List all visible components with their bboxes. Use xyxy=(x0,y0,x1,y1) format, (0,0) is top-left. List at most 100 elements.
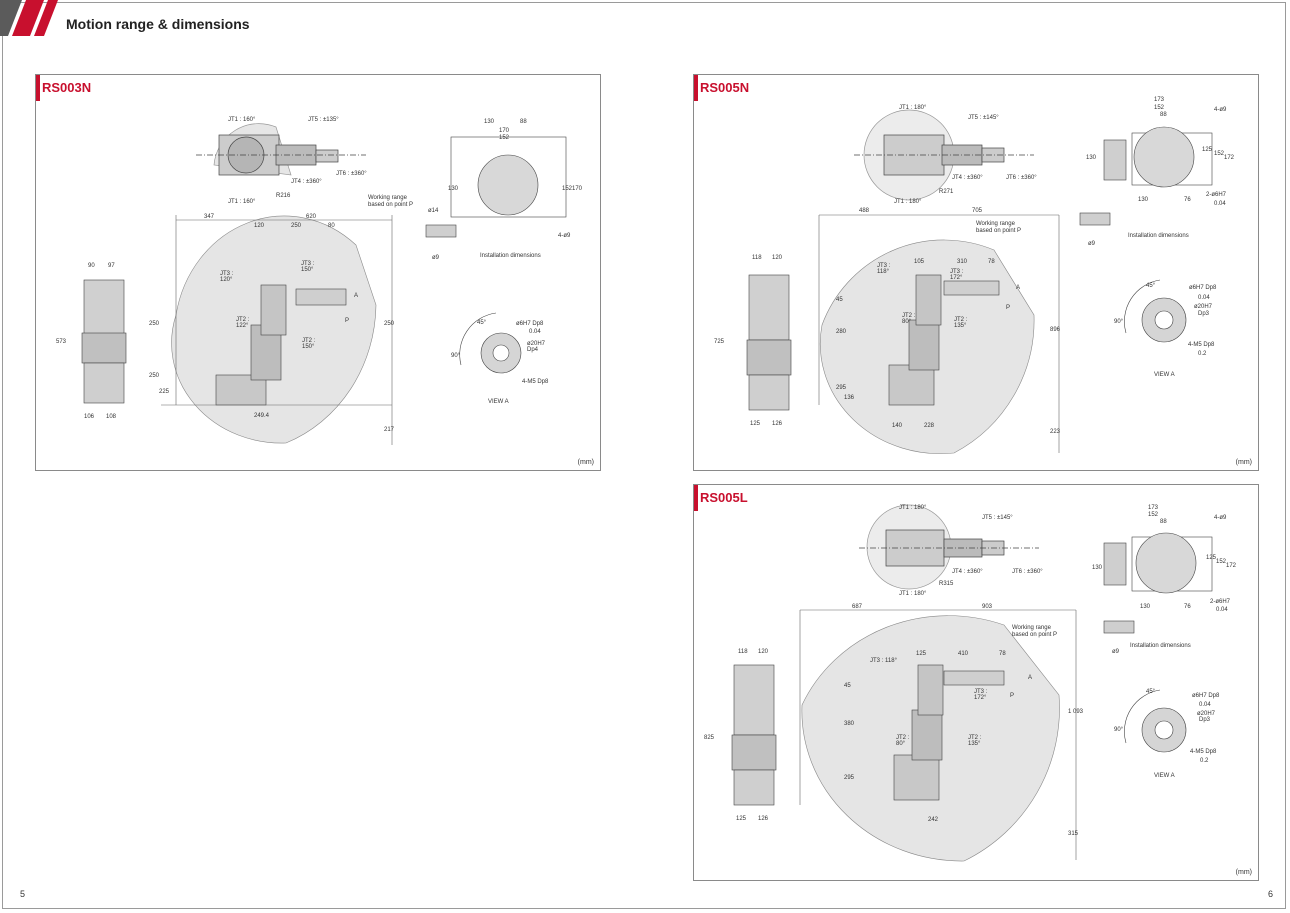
dimension-label: A xyxy=(1028,675,1032,681)
dimension-label: Installation dimensions xyxy=(1130,643,1191,649)
dimension-label: 45° xyxy=(477,320,487,326)
dimension-label: 0.04 xyxy=(1198,295,1210,301)
top-view xyxy=(854,109,1034,201)
dimension-label: 0.04 xyxy=(529,329,541,335)
dimension-label: P xyxy=(1006,305,1010,311)
dimension-label: ø20H7 xyxy=(1194,304,1213,310)
dimension-label: 120 xyxy=(758,649,769,655)
dimension-label: 0.04 xyxy=(1216,607,1228,613)
dimension-label: 250 xyxy=(384,321,395,327)
dimension-label: 130 xyxy=(1138,197,1149,203)
view-a xyxy=(1124,689,1187,753)
dimension-label: ø6H7 Dp8 xyxy=(1189,285,1217,291)
dimension-label: JT6 : ±360° xyxy=(1006,175,1037,181)
side-view xyxy=(161,215,393,445)
dimension-label: ø9 xyxy=(1112,649,1120,655)
dimension-label: JT2 : xyxy=(236,317,250,323)
dimension-label: 620 xyxy=(306,214,317,220)
dimension-label: 380 xyxy=(844,721,855,727)
dimension-label: 125 xyxy=(916,651,927,657)
dimension-label: 152 xyxy=(562,186,573,192)
panel-rs005l: RS005L (mm) JT1 : 180° JT1 : 180° JT5 : … xyxy=(693,484,1259,881)
dimension-label: based on point P xyxy=(976,228,1021,234)
dimension-label: 152 xyxy=(1148,512,1159,518)
dimension-label: 125 xyxy=(1206,555,1217,561)
dimension-label: JT3 : xyxy=(974,689,988,695)
dimension-label: 130 xyxy=(1092,565,1103,571)
panel-rs003n: RS003N (mm) JT1 : 160° JT1 : 160° JT5 : … xyxy=(35,74,601,471)
unit-label: (mm) xyxy=(1235,869,1252,876)
panel-rs005n: RS005N (mm) JT1 : 180° JT1 : 180° JT5 : … xyxy=(693,74,1259,471)
panel-title: RS005L xyxy=(700,490,748,505)
dimension-label: 118 xyxy=(752,255,762,261)
dimension-label: JT3 : xyxy=(220,271,234,277)
dimension-label: 105 xyxy=(914,259,925,265)
rs005l-drawing: JT1 : 180° JT1 : 180° JT5 : ±145° JT4 : … xyxy=(704,504,1237,862)
dimension-label: 173 xyxy=(1148,505,1159,511)
dimension-label: JT5 : ±145° xyxy=(982,515,1013,521)
dimension-label: VIEW A xyxy=(488,399,509,405)
dimension-label: 45 xyxy=(844,683,851,689)
dimension-label: JT2 : xyxy=(302,338,316,344)
dimension-label: 135° xyxy=(954,323,967,329)
installation-view xyxy=(1103,532,1213,634)
dimension-label: 2-ø6H7 xyxy=(1210,599,1231,605)
dimension-label: 295 xyxy=(844,775,855,781)
page-title: Motion range & dimensions xyxy=(66,16,250,32)
dimension-label: 1 093 xyxy=(1068,709,1084,715)
dimension-label: Installation dimensions xyxy=(1128,233,1189,239)
dimension-label: 2-ø6H7 xyxy=(1206,192,1227,198)
dimension-label: 150° xyxy=(301,267,314,273)
page-number-right: 6 xyxy=(1268,889,1274,899)
dimension-label: 242 xyxy=(928,817,939,823)
dimension-label: 4-M5 Dp8 xyxy=(1190,749,1217,755)
dimension-label: 152 xyxy=(1216,559,1227,565)
dimension-label: 88 xyxy=(1160,112,1167,118)
dimension-label: 4-ø9 xyxy=(558,233,571,239)
dimension-label: ø14 xyxy=(428,208,439,214)
unit-label: (mm) xyxy=(577,459,594,466)
unit-label: (mm) xyxy=(1235,459,1252,466)
front-view xyxy=(81,279,127,404)
dimension-label: Dp3 xyxy=(1198,311,1210,317)
dimension-label: JT1 : 160° xyxy=(228,117,256,123)
top-view xyxy=(859,504,1039,590)
dimension-label: 80° xyxy=(896,741,906,747)
dimension-label: ø20H7 xyxy=(1197,711,1216,717)
front-view xyxy=(731,664,777,806)
dimension-label: 0.04 xyxy=(1214,201,1226,207)
dimension-label: Installation dimensions xyxy=(480,253,541,259)
dimension-label: R315 xyxy=(939,581,954,587)
dimension-label: JT6 : ±360° xyxy=(1012,569,1043,575)
dimension-label: 130 xyxy=(1140,604,1151,610)
rs005n-drawing: JT1 : 180° JT1 : 180° JT5 : ±145° JT4 : … xyxy=(714,97,1235,454)
dimension-label: JT3 : xyxy=(950,269,964,275)
dimension-label: 573 xyxy=(56,339,67,345)
dimension-label: JT2 : xyxy=(902,313,916,319)
dimension-label: 172° xyxy=(950,275,963,281)
dimension-label: ø6H7 Dp8 xyxy=(1192,693,1220,699)
dimension-label: Dp4 xyxy=(527,347,539,353)
dimension-label: 225 xyxy=(159,389,170,395)
dimension-label: 223 xyxy=(1050,429,1061,435)
side-view xyxy=(818,214,1060,454)
dimension-label: JT1 : 160° xyxy=(228,199,256,205)
dimension-label: 150° xyxy=(302,344,315,350)
dimension-label: 249.4 xyxy=(254,413,270,419)
dimension-label: P xyxy=(345,318,349,324)
dimension-label: 825 xyxy=(704,735,715,741)
dimension-label: 250 xyxy=(149,321,160,327)
dimension-label: 280 xyxy=(836,329,847,335)
dimension-label: 122° xyxy=(236,323,249,329)
dimension-label: 4-M5 Dp8 xyxy=(522,379,549,385)
dimension-label: JT4 : ±360° xyxy=(291,179,322,185)
dimension-label: based on point P xyxy=(368,202,413,208)
page-number-left: 5 xyxy=(20,889,26,899)
dimension-label: JT1 : 180° xyxy=(899,591,927,597)
dimension-label: 80° xyxy=(902,319,912,325)
dimension-label: 0.2 xyxy=(1198,351,1207,357)
dimension-label: JT4 : ±360° xyxy=(952,569,983,575)
dimension-label: 4-M5 Dp8 xyxy=(1188,342,1215,348)
dimension-label: JT2 : xyxy=(896,735,910,741)
